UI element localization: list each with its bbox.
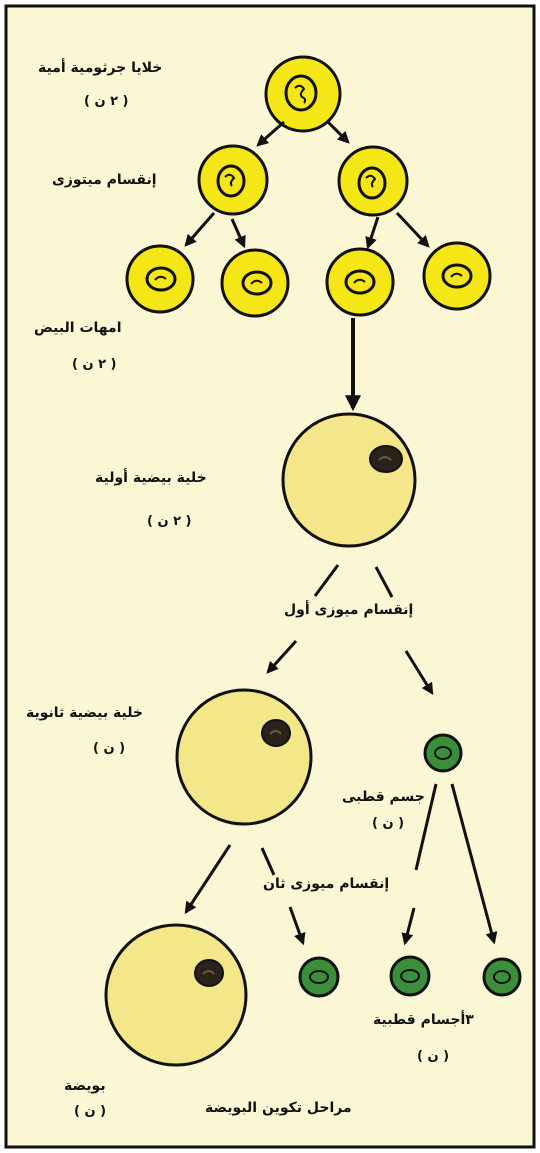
polar-body-label: جسم قطبى bbox=[342, 789, 425, 805]
secondary-oocyte-label: خلية بيضية ثانوية bbox=[26, 705, 144, 721]
germ-cells-ploidy: ( ٢ ن ) bbox=[84, 94, 129, 109]
arrow-meiosis1-to-secondary bbox=[266, 639, 298, 674]
germ-cells-label: خلايا جرثومية أمية bbox=[38, 60, 163, 76]
primary-oocyte bbox=[281, 412, 417, 548]
polar-body-3 bbox=[482, 957, 522, 997]
arrow-left-to-oogonium-2 bbox=[230, 218, 246, 249]
line-secondary-right bbox=[260, 847, 276, 876]
line-primary-left bbox=[313, 564, 340, 597]
mitosis-cell-left bbox=[197, 144, 269, 216]
arrow-meiosis1-to-polar bbox=[404, 650, 434, 696]
oogonium-3 bbox=[325, 247, 395, 317]
meiosis-one-label: إنقسام ميوزى أول bbox=[284, 602, 414, 618]
three-polar-bodies-ploidy: ( ن ) bbox=[417, 1049, 450, 1064]
oogonium-1 bbox=[125, 244, 195, 314]
ovum-label: بويضة bbox=[64, 1078, 106, 1094]
mitosis-cell-right bbox=[337, 145, 409, 217]
ovum bbox=[104, 923, 248, 1067]
arrow-germ-to-right bbox=[326, 120, 350, 144]
primary-oocyte-ploidy: ( ٢ ن ) bbox=[147, 514, 192, 529]
polar-body-1 bbox=[298, 956, 340, 998]
arrow-polar-to-polar-3 bbox=[450, 783, 498, 945]
line-primary-right bbox=[374, 566, 394, 598]
diagram-caption: مراحل تكوين البويضة bbox=[205, 1100, 352, 1116]
oogonium-4 bbox=[422, 241, 492, 311]
secondary-oocyte-ploidy: ( ن ) bbox=[93, 741, 126, 756]
arrow-right-to-oogonium-3 bbox=[365, 216, 380, 250]
ovum-ploidy: ( ن ) bbox=[74, 1104, 107, 1119]
primary-oocyte-label: خلية بيضية أولية bbox=[95, 470, 207, 486]
polar-body-ploidy: ( ن ) bbox=[372, 816, 405, 831]
diagram-background bbox=[4, 4, 536, 1149]
arrow-right-to-oogonium-4 bbox=[395, 211, 430, 248]
arrow-meiosis2-to-polar-1 bbox=[288, 906, 306, 946]
oogonia-label: امهات البيض bbox=[34, 320, 122, 336]
first-polar-body bbox=[423, 733, 463, 773]
meiosis-two-label: إنقسام ميوزى ثان bbox=[263, 876, 390, 892]
arrow-left-to-oogonium-1 bbox=[184, 212, 216, 247]
polar-body-2 bbox=[389, 955, 431, 997]
arrows bbox=[184, 120, 498, 946]
line-polar-to-left bbox=[414, 783, 438, 871]
oogonium-2 bbox=[220, 248, 290, 318]
mitosis-label: إنقسام ميتوزى bbox=[52, 172, 157, 188]
three-polar-bodies-label: ٣أجسام قطبية bbox=[373, 1012, 474, 1028]
arrow-polar-to-polar-2 bbox=[401, 907, 416, 946]
secondary-oocyte bbox=[175, 688, 313, 826]
germ-cell bbox=[264, 55, 342, 133]
oogonia-ploidy: ( ٢ ن ) bbox=[72, 357, 117, 372]
arrow-secondary-to-ovum bbox=[184, 844, 232, 915]
arrow-germ-to-left bbox=[256, 120, 285, 147]
